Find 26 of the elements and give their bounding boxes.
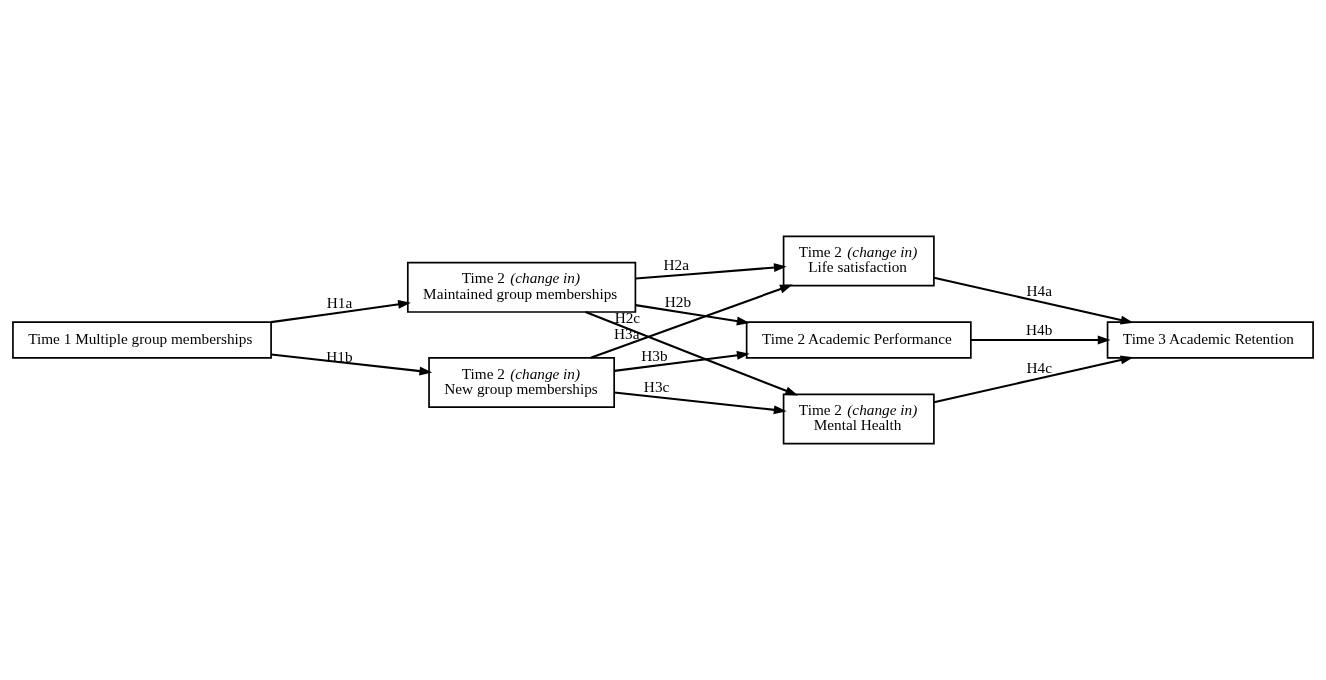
arrow [614,391,787,415]
arrow [271,353,433,376]
edge-label: H4c [1026,358,1052,376]
node-box: Time 3 Academic Retention [1106,321,1314,359]
node-box: Time 2 (change in) Life satisfaction [782,235,935,287]
arrow [270,300,411,324]
node-box: Time 2 Academic Performance [745,321,972,359]
edge-label: H1a [326,294,353,312]
node-box: Time 2 (change in) Mental Health [782,393,935,445]
arrow [971,335,1111,345]
arrow [635,263,787,280]
node-box: Time 1 Multiple group memberships [12,321,272,359]
arrow [933,355,1134,404]
edge-label: H4b [1026,321,1053,339]
arrow [614,350,750,372]
edge-label: H2b [664,292,692,310]
node-box: Time 2 (change in) Maintained group memberships [406,261,637,313]
arrow [590,284,793,359]
arrow [933,276,1134,325]
edge-label: H4a [1026,282,1052,300]
arrow [635,304,750,326]
edge-label: H3c [643,377,670,395]
arrow [585,311,799,396]
node-box: Time 2 (change in) New group memberships [428,356,615,408]
edge-label: H3b [641,346,668,364]
edge-label: H2a [663,256,689,274]
